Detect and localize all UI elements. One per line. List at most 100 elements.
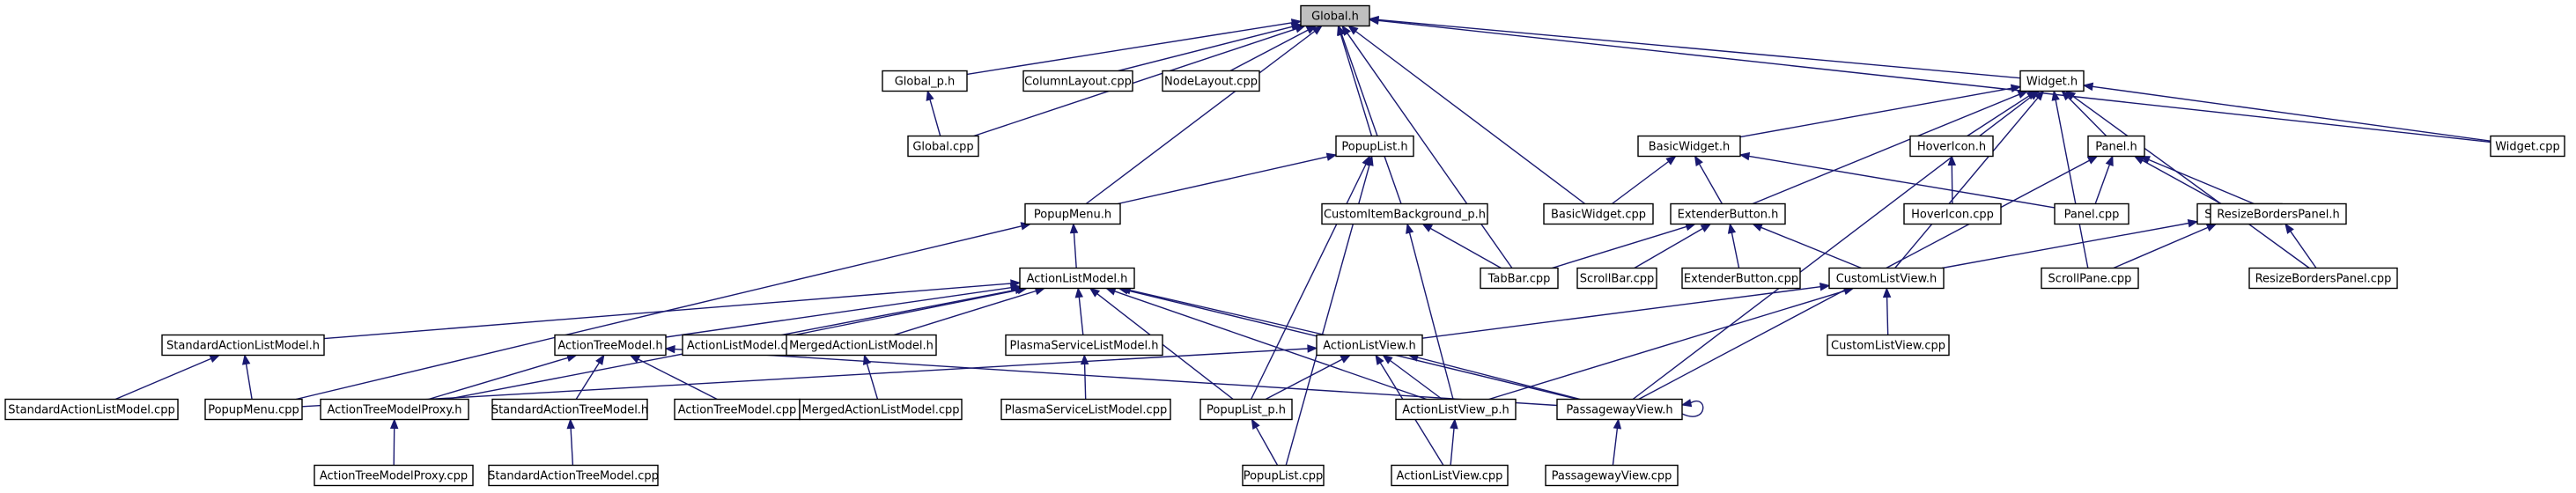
node-global-p-h[interactable]: Global_p.h [882,70,968,92]
node-actionlistview-p-h[interactable]: ActionListView_p.h [1395,398,1517,421]
node-passagewayview-cpp[interactable]: PassagewayView.cpp [1545,464,1679,487]
node-panel-h[interactable]: Panel.h [2087,135,2145,158]
node-resizeborderspanel-h[interactable]: ResizeBordersPanel.h [2210,202,2347,225]
node-actiontreemodelproxy-cpp[interactable]: ActionTreeModelProxy.cpp [314,464,474,487]
edge-actionlistview-h-to-customlistview-h [1421,283,1831,339]
node-popupmenu-h[interactable]: PopupMenu.h [1024,202,1121,225]
edge-passagewayview-h-to-passagewayview-h [1680,399,1704,417]
node-global-cpp[interactable]: Global.cpp [907,135,979,158]
node-scrollbar-cpp[interactable]: ScrollBar.cpp [1576,267,1657,290]
node-label: StandardActionListModel.cpp [8,404,174,417]
arrowhead [664,344,675,354]
node-label: ActionListModel.cpp [687,340,801,353]
node-label: ActionTreeModel.h [557,340,662,353]
node-popuplist-h[interactable]: PopupList.h [1335,135,1414,158]
node-box [2087,135,2145,158]
edge-line [2142,159,2222,205]
node-actionlistmodel-h[interactable]: ActionListModel.h [1019,267,1135,290]
arrowhead [2284,223,2294,234]
node-passagewayview-h[interactable]: PassagewayView.h [1556,398,1683,421]
node-customlistview-h[interactable]: CustomListView.h [1828,267,1945,290]
node-resizeborderspanel-cpp[interactable]: ResizeBordersPanel.cpp [2248,267,2398,290]
node-label: ActionTreeModel.cpp [678,404,797,417]
node-global-h[interactable]: Global.h [1300,4,1370,27]
node-popupmenu-cpp[interactable]: PopupMenu.cpp [204,398,303,421]
edge-scrollbar-cpp-to-extenderbutton-h [1634,223,1712,269]
node-widget-h[interactable]: Widget.h [2019,70,2085,92]
arrowhead [2105,155,2114,167]
edge-line [1417,357,1581,401]
edge-line [1894,97,2039,269]
arrowhead [1368,16,1379,26]
node-panel-cpp[interactable]: Panel.cpp [2054,202,2129,225]
node-actiontreemodelproxy-h[interactable]: ActionTreeModelProxy.h [320,398,469,421]
edge-line [1377,18,2021,79]
edge-mergedactionlistmodel-h-to-actionlistmodel-h [893,287,1046,336]
node-hovericon-h[interactable]: HoverIcon.h [1909,135,1994,158]
arrowhead [2034,90,2045,101]
node-actionlistview-cpp[interactable]: ActionListView.cpp [1391,464,1509,487]
edge-basicwidget-h-to-widget-h [1739,84,2022,138]
node-label: PassagewayView.h [1566,404,1672,417]
edge-line [428,357,568,401]
arrowhead [2187,218,2199,228]
node-label: ActionListModel.h [1027,273,1128,286]
node-box [1828,267,1945,290]
edge-passagewayview-h-to-actiontreemodel-h [664,344,1558,407]
node-hovericon-cpp[interactable]: HoverIcon.cpp [1903,202,2002,225]
node-nodelayout-cpp[interactable]: NodeLayout.cpp [1162,70,1260,92]
node-label: ResizeBordersPanel.cpp [2255,273,2392,286]
node-label: PopupMenu.cpp [208,404,299,417]
edge-line [1748,155,2056,209]
node-label: Panel.cpp [2064,209,2120,222]
node-standardactionlistmodel-h[interactable]: StandardActionListModel.h [161,334,325,357]
node-columnlayout-cpp[interactable]: ColumnLayout.cpp [1022,70,1133,92]
node-extenderbutton-cpp[interactable]: ExtenderButton.cpp [1681,267,1801,290]
edge-actiontreemodelproxy-cpp-to-actiontreemodelproxy-h [389,418,399,466]
node-label: StandardActionTreeModel.h [491,404,648,417]
node-popuplist-p-h[interactable]: PopupList_p.h [1199,398,1293,421]
edge-hovericon-cpp-to-hovericon-h [1947,155,1957,204]
node-basicwidget-h[interactable]: BasicWidget.h [1637,135,1741,158]
node-mergedactionlistmodel-h[interactable]: MergedActionListModel.h [786,334,937,357]
edge-passagewayview-h-to-actionlistview-h [1407,353,1581,401]
node-box [2041,267,2139,290]
edge-basicwidget-cpp-to-basicwidget-h [1611,155,1677,205]
node-actiontreemodel-h[interactable]: ActionTreeModel.h [554,334,667,357]
node-plasmaservicelistmodel-cpp[interactable]: PlasmaServiceListModel.cpp [1000,398,1171,421]
node-customlistview-cpp[interactable]: CustomListView.cpp [1827,334,1950,357]
node-label: ScrollBar.cpp [1580,273,1654,286]
node-mergedactionlistmodel-cpp[interactable]: MergedActionListModel.cpp [799,398,963,421]
edge-line [1390,359,1443,401]
edge-line [1114,291,1428,401]
node-box [1022,70,1133,92]
arrowhead [1738,151,1751,161]
node-extenderbutton-h[interactable]: ExtenderButton.h [1670,202,1786,225]
edge-line [1377,19,2491,143]
node-widget-cpp[interactable]: Widget.cpp [2490,135,2565,158]
node-standardactionlistmodel-cpp[interactable]: StandardActionListModel.cpp [4,398,179,421]
edge-line [1118,26,1293,72]
node-tabbar-cpp[interactable]: TabBar.cpp [1480,267,1559,290]
node-label: CustomListView.cpp [1831,340,1945,353]
node-box [1395,398,1517,421]
node-label: ActionListView.h [1323,340,1415,353]
node-basicwidget-cpp[interactable]: BasicWidget.cpp [1543,202,1654,225]
node-popuplist-cpp[interactable]: PopupList.cpp [1242,464,1325,487]
edge-line [1073,232,1077,269]
edge-widget-cpp-to-widget-h [2082,82,2491,142]
node-actiontreemodel-cpp[interactable]: ActionTreeModel.cpp [674,398,801,421]
edge-line [929,99,941,136]
node-standardactiontreemodel-cpp[interactable]: StandardActionTreeModel.cpp [488,464,659,487]
node-customitembackground-p-h[interactable]: CustomItemBackground_p.h [1321,202,1488,225]
node-standardactiontreemodel-h[interactable]: StandardActionTreeModel.h [491,398,648,421]
arrowhead [1727,223,1737,234]
node-actionlistview-h[interactable]: ActionListView.h [1316,334,1423,357]
edge-line [296,225,1022,401]
node-label: PlasmaServiceListModel.cpp [1005,404,1167,417]
edge-line [1078,297,1084,335]
edge-line [794,289,1019,336]
node-plasmaservicelistmodel-h[interactable]: PlasmaServiceListModel.h [1005,334,1163,357]
node-scrollpane-cpp[interactable]: ScrollPane.cpp [2041,267,2139,290]
arrowhead [1680,399,1693,408]
